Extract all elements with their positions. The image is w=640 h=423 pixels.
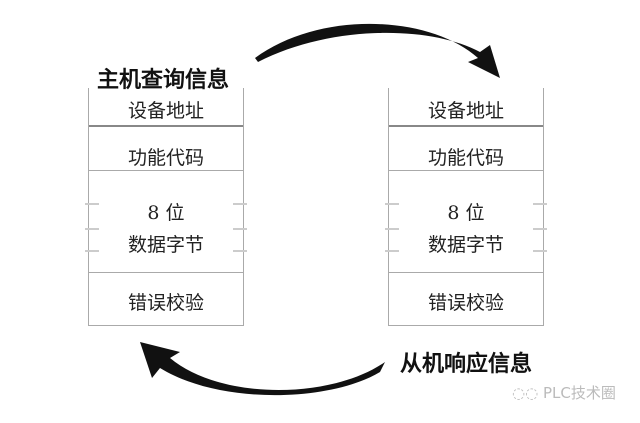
request-arrow <box>255 23 500 78</box>
master-frame: 设备地址 功能代码 8 位 数据字节 错误校验 <box>85 88 247 326</box>
slave-title: 从机响应信息 <box>400 352 533 377</box>
field-data-bytes: 数据字节 <box>427 234 504 256</box>
field-crc: 错误校验 <box>427 292 504 314</box>
field-data-bits: 8 位 <box>447 202 485 224</box>
field-data-bytes: 数据字节 <box>127 234 204 256</box>
field-function: 功能代码 <box>427 147 504 169</box>
field-function: 功能代码 <box>127 147 204 169</box>
field-address: 设备地址 <box>427 100 504 122</box>
master-title: 主机查询信息 <box>97 68 230 93</box>
field-data: 8 位 数据字节 <box>89 196 243 262</box>
field-data: 8 位 数据字节 <box>389 196 543 262</box>
wechat-icon: ◌◌ <box>512 384 543 402</box>
field-crc: 错误校验 <box>127 292 204 314</box>
watermark-text: PLC技术圈 <box>542 384 616 402</box>
watermark: ◌◌ PLC技术圈 <box>512 382 616 403</box>
field-address: 设备地址 <box>127 100 204 122</box>
slave-frame: 设备地址 功能代码 8 位 数据字节 错误校验 <box>385 88 547 326</box>
response-arrow <box>140 342 385 396</box>
field-data-bits: 8 位 <box>147 202 185 224</box>
